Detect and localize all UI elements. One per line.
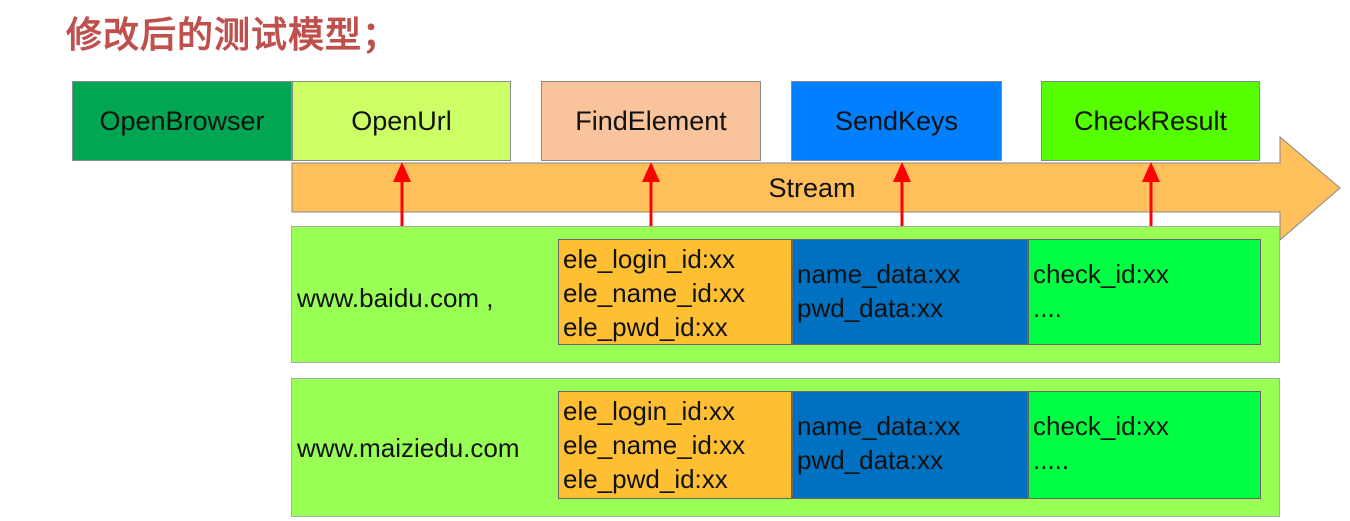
stage-label: SendKeys <box>834 105 959 136</box>
stage-send-keys: SendKeys <box>791 81 1002 161</box>
stream-label: Stream <box>768 172 856 203</box>
data-row-baidu: www.baidu.com , ele_login_id:xx ele_name… <box>291 226 1280 363</box>
element-line: ele_name_id:xx <box>563 430 746 460</box>
data-line: name_data:xx <box>797 411 961 441</box>
page-title: 修改后的测试模型； <box>66 15 400 56</box>
element-line: ele_name_id:xx <box>563 278 746 308</box>
element-line: ele_login_id:xx <box>563 396 736 426</box>
stage-open-url: OpenUrl <box>292 81 511 161</box>
element-line: ele_login_id:xx <box>563 244 736 274</box>
check-line: check_id:xx <box>1033 259 1169 289</box>
stage-label: FindElement <box>575 105 727 136</box>
data-cell: name_data:xx pwd_data:xx <box>792 391 1028 499</box>
check-cell: check_id:xx .... <box>1028 239 1261 345</box>
stage-label: CheckResult <box>1073 105 1228 136</box>
data-line: pwd_data:xx <box>797 293 943 323</box>
check-line: check_id:xx <box>1033 411 1169 441</box>
check-line: .... <box>1033 293 1062 323</box>
data-line: name_data:xx <box>797 259 961 289</box>
stage-check-result: CheckResult <box>1041 81 1260 161</box>
row-url: www.maiziedu.com <box>297 433 520 463</box>
elements-cell: ele_login_id:xx ele_name_id:xx ele_pwd_i… <box>558 391 792 499</box>
element-line: ele_pwd_id:xx <box>563 464 728 494</box>
data-row-maiziedu: www.maiziedu.com ele_login_id:xx ele_nam… <box>291 378 1280 517</box>
stage-find-element: FindElement <box>541 81 761 161</box>
elements-cell: ele_login_id:xx ele_name_id:xx ele_pwd_i… <box>558 239 792 345</box>
element-line: ele_pwd_id:xx <box>563 312 728 342</box>
row-url: www.baidu.com , <box>297 283 494 313</box>
check-cell: check_id:xx ..... <box>1028 391 1261 499</box>
data-cell: name_data:xx pwd_data:xx <box>792 239 1028 345</box>
stage-label: OpenUrl <box>351 105 452 136</box>
data-line: pwd_data:xx <box>797 445 943 475</box>
check-line: ..... <box>1033 445 1070 475</box>
stage-label: OpenBrowser <box>99 105 265 136</box>
stage-open-browser: OpenBrowser <box>72 81 292 161</box>
